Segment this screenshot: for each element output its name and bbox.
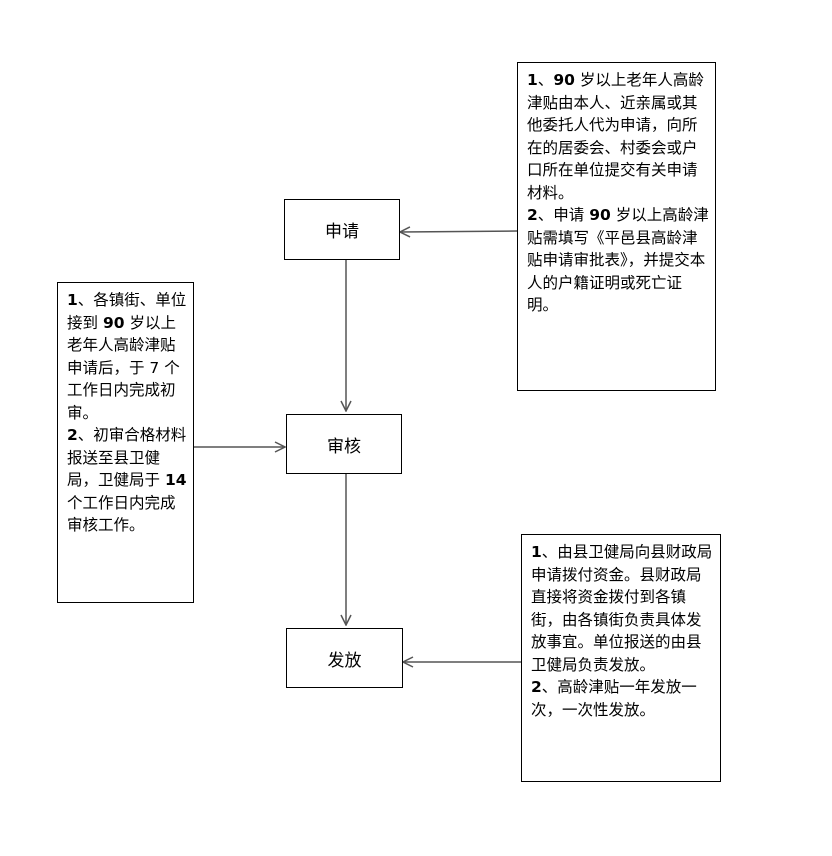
step-review: 审核: [286, 414, 402, 474]
note-apply: 1、90 岁以上老年人高龄津贴由本人、近亲属或其他委托人代为申请，向所在的居委会…: [517, 62, 716, 391]
step-review-label: 审核: [327, 436, 361, 457]
step-apply-label: 申请: [325, 222, 359, 242]
step-issue-label: 发放: [327, 650, 362, 671]
note-apply-item-2: 2、申请 90 岁以上高龄津贴需填写《平邑县高龄津贴申请审批表》，并提交本人的户…: [527, 206, 709, 314]
note-review: 1、各镇街、单位接到 90 岁以上老年人高龄津贴申请后，于 7 个工作日内完成初…: [57, 282, 194, 603]
note-issue: 1、由县卫健局向县财政局申请拨付资金。县财政局直接将资金拨付到各镇街，由各镇街负…: [521, 534, 721, 782]
note-review-item-2: 2、初审合格材料报送至县卫健局，卫健局于 14 个工作日内完成审核工作。: [67, 426, 187, 534]
note-issue-item-1: 1、由县卫健局向县财政局申请拨付资金。县财政局直接将资金拨付到各镇街，由各镇街负…: [531, 543, 713, 674]
step-issue: 发放: [286, 628, 403, 688]
note-issue-item-2: 2、高龄津贴一年发放一次，一次性发放。: [531, 678, 697, 719]
step-apply: 申请: [284, 199, 400, 260]
note-review-item-1: 1、各镇街、单位接到 90 岁以上老年人高龄津贴申请后，于 7 个工作日内完成初…: [67, 291, 187, 422]
arrow-apply-note-to-apply: [400, 231, 518, 232]
note-apply-item-1: 1、90 岁以上老年人高龄津贴由本人、近亲属或其他委托人代为申请，向所在的居委会…: [527, 71, 704, 202]
